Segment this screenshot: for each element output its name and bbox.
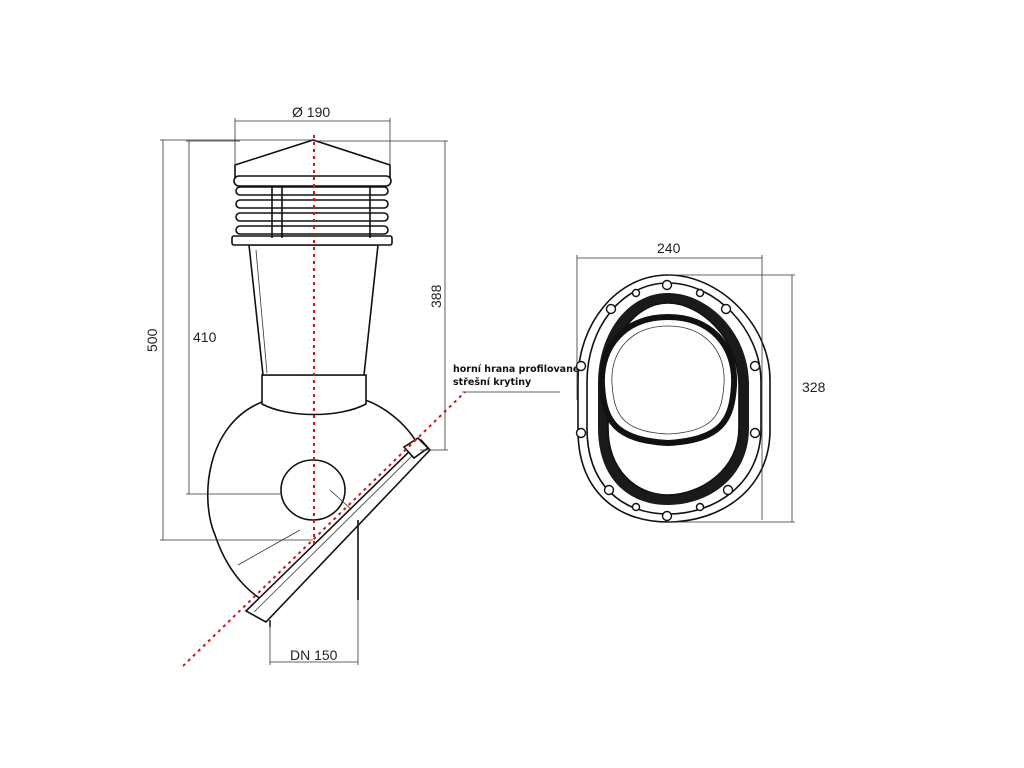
screw-icon <box>631 502 641 512</box>
dim-height-roof: 388 <box>428 284 444 308</box>
dim-cap-diameter: Ø 190 <box>292 104 330 120</box>
dim-flange-width: 240 <box>657 240 681 256</box>
screw-icon <box>661 279 673 291</box>
pipe-edge-line <box>255 249 268 374</box>
ventilator-side-view <box>182 135 466 667</box>
roof-surface-line <box>182 391 466 667</box>
annotation-line-1: horní hrana profilované <box>453 364 579 375</box>
cap-rim <box>233 175 392 187</box>
flange-opening-inner <box>611 325 725 435</box>
screw-icon <box>722 484 734 496</box>
louvre-ring-2 <box>235 199 389 209</box>
screw-icon <box>575 427 587 439</box>
screw-icon <box>631 288 641 298</box>
dim-flange-height: 328 <box>802 379 826 395</box>
dim-total-height: 500 <box>144 328 160 352</box>
dim-pipe-dn: DN 150 <box>290 647 338 663</box>
flashing-upper-cap <box>402 436 430 460</box>
screw-icon <box>661 510 673 522</box>
louvre-base <box>231 235 393 246</box>
screw-icon <box>695 502 705 512</box>
screw-icon <box>749 360 761 372</box>
annotation-line-2: střešní krytiny <box>453 377 532 388</box>
screw-icon <box>603 484 615 496</box>
screw-icon <box>749 427 761 439</box>
flange-screws <box>575 279 761 522</box>
elbow-inner-line <box>237 529 301 566</box>
louvre-ring-4 <box>235 225 389 235</box>
flashing-edge <box>253 445 423 613</box>
elbow-inner-line-2 <box>329 489 353 511</box>
cap-cone <box>234 139 391 181</box>
screw-icon <box>720 303 732 315</box>
flange-top-view <box>575 274 771 523</box>
louvre-ring-1 <box>235 186 389 196</box>
side-view-dimensions: Ø 190 500 410 388 DN 150 horní hrana pro… <box>144 104 579 665</box>
louvre-stack <box>231 185 393 246</box>
screw-icon <box>695 288 705 298</box>
screw-icon <box>605 303 617 315</box>
screw-icon <box>575 360 587 372</box>
dim-height-sphere: 410 <box>193 329 217 345</box>
flange-dimensions: 240 328 <box>576 240 826 523</box>
flange-opening <box>598 313 738 447</box>
louvre-ring-3 <box>235 212 389 222</box>
